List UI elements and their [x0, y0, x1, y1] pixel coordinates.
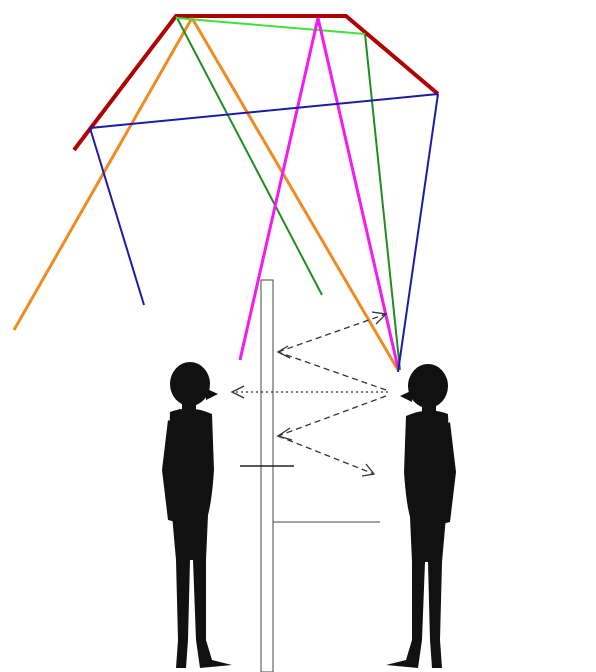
arrow-lower-left: [278, 396, 386, 436]
magenta-line-right: [318, 18, 398, 368]
arrow-lower-right: [278, 436, 374, 474]
blue-line-left: [90, 128, 144, 305]
magenta-line-left: [240, 18, 318, 360]
sight-arrows: [232, 312, 388, 476]
right-person-icon: [386, 364, 456, 668]
barrier-post: [261, 280, 273, 672]
blue-line-right: [398, 94, 438, 372]
arrow-upper-left: [278, 352, 386, 390]
orange-line-right: [192, 18, 398, 370]
blue-line-top: [90, 94, 438, 128]
green-line-right: [365, 34, 400, 370]
arrow-head-icon: [278, 428, 292, 440]
lime-line-top: [176, 18, 365, 34]
left-person-icon: [162, 362, 232, 668]
green-line-down: [176, 16, 322, 295]
